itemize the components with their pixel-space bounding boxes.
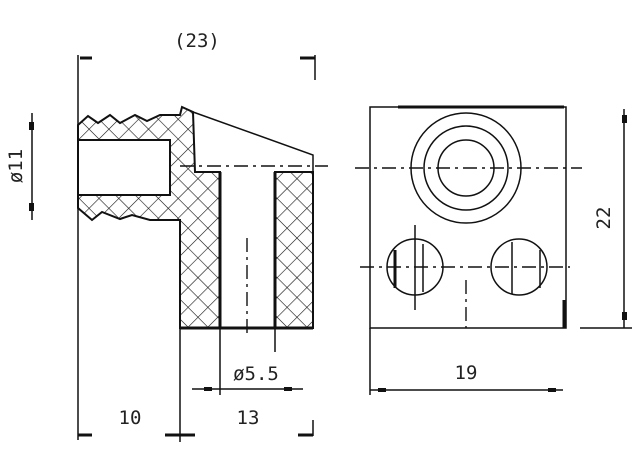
middle-ring	[423, 125, 509, 211]
right-hole	[490, 238, 548, 296]
dim-overall-length: (23)	[174, 30, 220, 52]
arrow-head	[284, 387, 292, 391]
dim-height: 22	[593, 207, 615, 230]
hatched-right-wall	[274, 171, 314, 329]
dim-cap-length: 13	[237, 407, 260, 429]
section-view: (23) ø11 ø5.5 10 13	[5, 30, 328, 442]
inner-tube-bore	[77, 139, 171, 196]
dim-width: 19	[455, 362, 478, 384]
arrow-head	[378, 388, 386, 392]
arrow-head	[548, 388, 556, 392]
arrow-head	[29, 203, 34, 211]
arrow-head	[204, 387, 212, 391]
dim-tube-diameter: ø11	[5, 149, 27, 183]
arrow-head	[622, 115, 627, 123]
arrow-head	[29, 122, 34, 130]
arrow-head	[622, 312, 627, 320]
dim-bore-diameter: ø5.5	[233, 363, 279, 385]
dim-tube-length: 10	[119, 407, 142, 429]
end-view: 22 19	[355, 105, 632, 395]
